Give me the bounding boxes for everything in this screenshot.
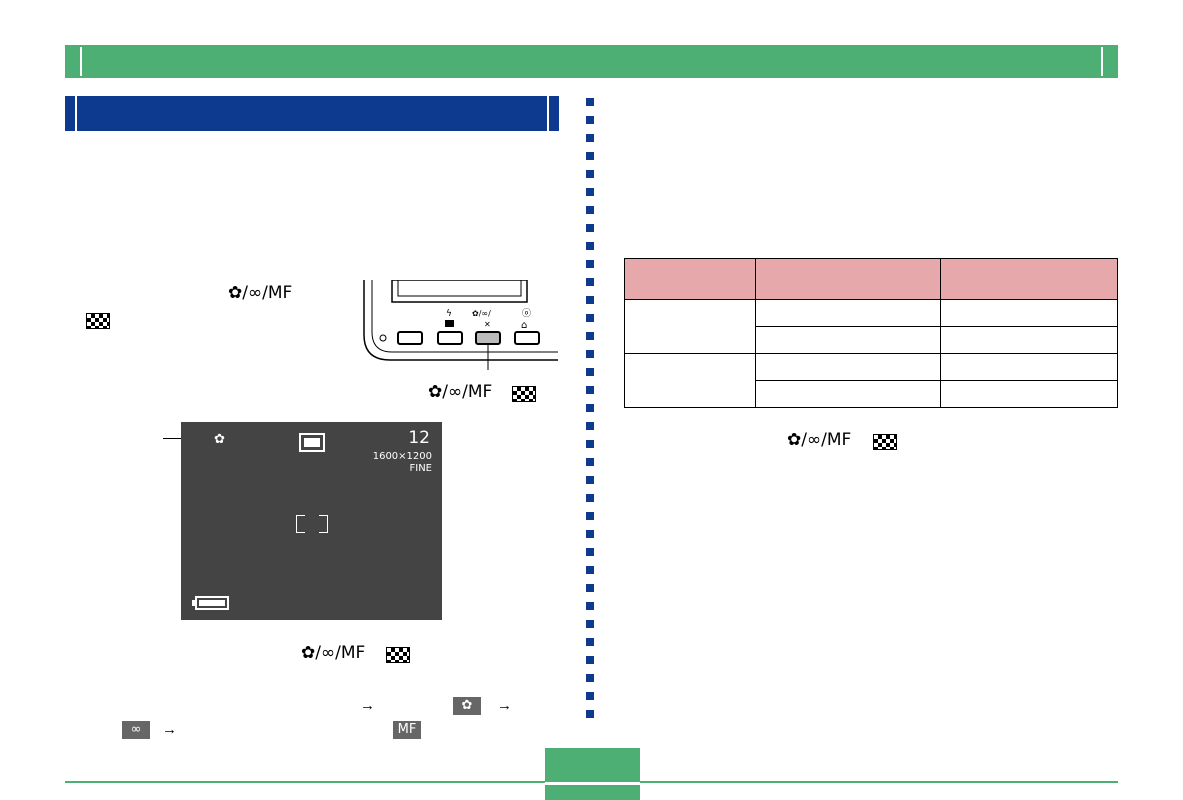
table-header-cell	[755, 258, 941, 300]
battery-icon	[192, 596, 229, 610]
checker-icon	[873, 434, 897, 450]
checker-icon	[386, 647, 410, 663]
focus-bracket	[319, 524, 328, 533]
svg-text:⌂: ⌂	[521, 320, 527, 331]
table-header-cell	[624, 258, 756, 300]
column-separator	[586, 98, 595, 718]
svg-text:ϟ: ϟ	[446, 309, 452, 319]
camera-buttons-illustration: ϟ ✿/∞/ ✕ ⓞ ⌂	[363, 280, 558, 370]
svg-text:ⓞ: ⓞ	[522, 308, 531, 319]
chapter-header-bar	[65, 45, 1118, 78]
remaining-shots: 12	[408, 428, 430, 448]
focus-mode-table	[624, 258, 1118, 408]
quality: FINE	[409, 463, 433, 474]
resolution: 1600×1200	[372, 451, 432, 462]
checker-icon	[512, 386, 536, 402]
svg-text:✕: ✕	[484, 320, 491, 329]
button-label-symbol: ✿/∞/MF	[428, 382, 493, 402]
focus-bracket	[296, 515, 305, 524]
infinity-icon: ∞	[122, 721, 150, 739]
table-row	[624, 353, 1118, 408]
arrow: →	[162, 721, 177, 738]
arrow: →	[497, 697, 512, 714]
focus-bracket	[296, 524, 305, 533]
focus-mode-symbol: ✿/∞/MF	[787, 430, 852, 450]
focus-mode-symbol: ✿/∞/MF	[301, 643, 366, 663]
section-header-bar	[65, 96, 559, 131]
image-settings: 1600×1200 FINE	[373, 451, 432, 475]
table-row	[624, 299, 1118, 354]
macro-icon: ✿	[214, 431, 225, 446]
table-header-cell	[940, 258, 1118, 300]
svg-text:✿/∞/: ✿/∞/	[472, 309, 491, 318]
table-row	[625, 380, 1118, 408]
lcd-monitor: ✿ 12 1600×1200 FINE	[181, 422, 442, 620]
focus-mode-symbol: ✿/∞/MF	[228, 283, 293, 303]
page-number-tab	[545, 748, 640, 800]
focus-bracket	[319, 515, 328, 524]
macro-icon: ✿	[453, 697, 481, 715]
mf-icon: MF	[393, 721, 421, 739]
checker-icon	[86, 313, 110, 329]
frame-icon	[299, 433, 325, 452]
arrow: →	[360, 697, 375, 714]
